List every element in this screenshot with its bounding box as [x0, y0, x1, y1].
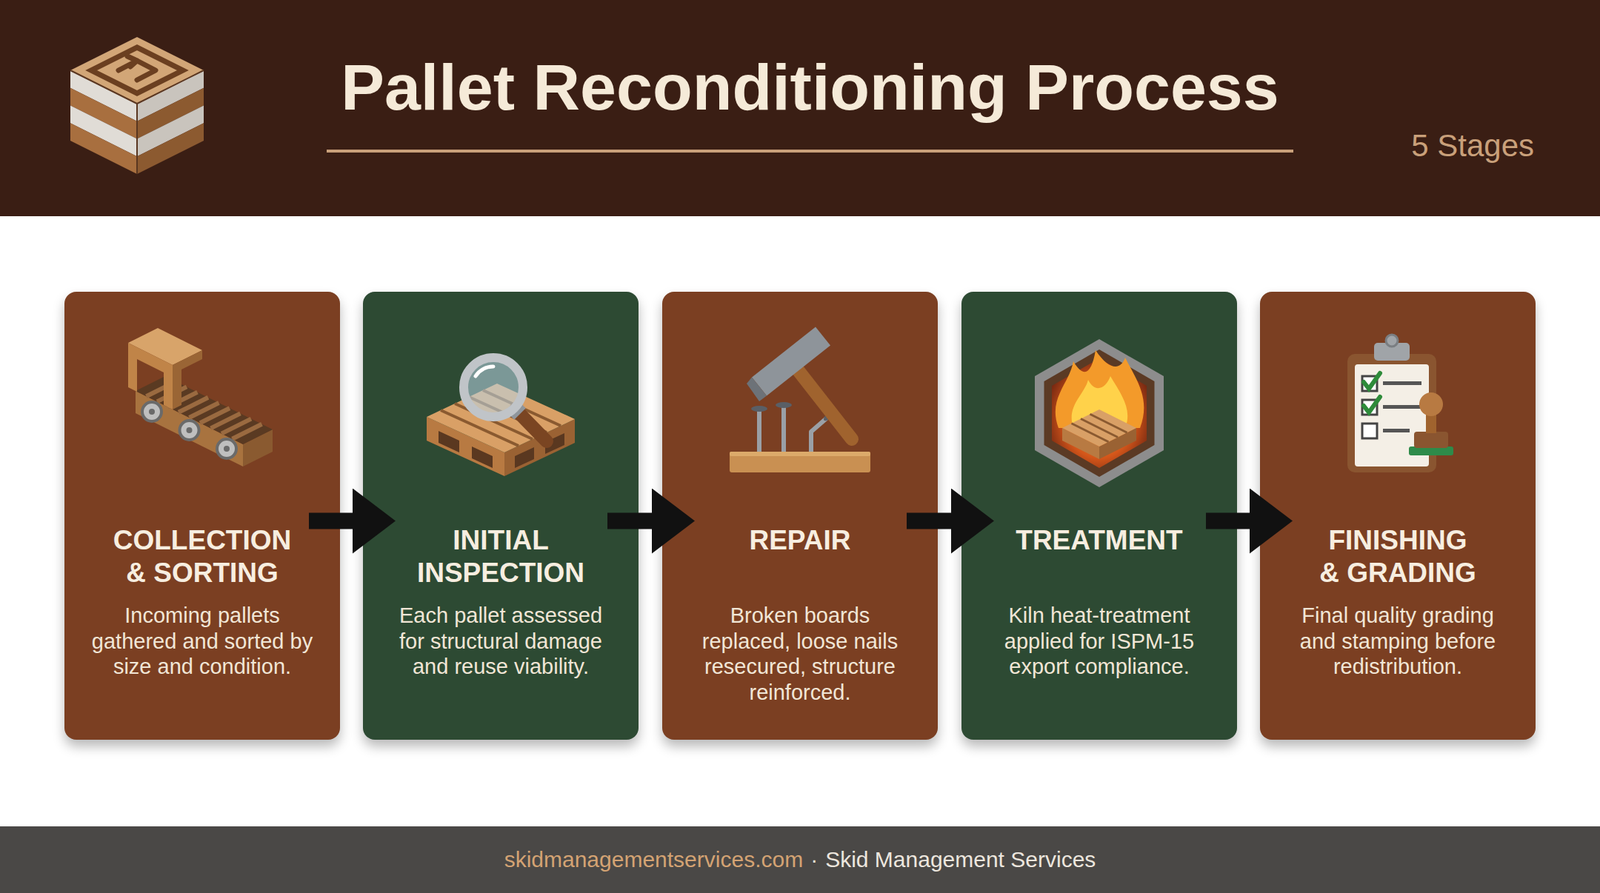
- stage-description: Each pallet assessed for structural dama…: [391, 602, 611, 680]
- footer-band: skidmanagementservices.com· Skid Manageme…: [0, 826, 1600, 893]
- stage-card: FINISHING & GRADING Final quality grading…: [1260, 291, 1536, 740]
- diagram-title: Pallet Reconditioning Process: [326, 50, 1294, 125]
- logo-cube-part: [118, 56, 156, 80]
- title-underline: [326, 149, 1294, 153]
- stage-heading: COLLECTION & SORTING: [91, 524, 314, 590]
- logo-cube-part: [137, 70, 204, 104]
- stage-card: INITIAL INSPECTION Each pallet assessed f…: [362, 291, 639, 740]
- footer-url: skidmanagementservices.com: [504, 847, 804, 873]
- logo-cube-part: [70, 37, 204, 104]
- stage-heading: REPAIR: [688, 524, 912, 558]
- stage-count: 5 Stages: [1411, 128, 1535, 164]
- stage-heading: FINISHING & GRADING: [1286, 524, 1509, 590]
- stage-heading: INITIAL INSPECTION: [389, 524, 612, 590]
- logo-cube-part: [70, 122, 138, 175]
- stage-card: COLLECTION & SORTING Incoming pallets gat…: [64, 291, 340, 740]
- logo-cube: [70, 37, 204, 175]
- footer-company: Skid Management Services: [825, 847, 1096, 873]
- stage-card: REPAIR Broken boards replaced, loose nail…: [662, 291, 938, 740]
- logo-cube-part: [136, 103, 138, 175]
- logo-cube-part: [70, 70, 138, 104]
- logo-cube-part: [137, 122, 204, 175]
- stage-card: TREATMENT Kiln heat-treatment applied for…: [961, 291, 1238, 740]
- logo-cube-part: [70, 105, 138, 158]
- logo-cube-part: [91, 47, 183, 94]
- logo-cube-part: [137, 105, 204, 158]
- stage-heading: TREATMENT: [988, 524, 1211, 558]
- logo-cube-part: [137, 70, 204, 122]
- stage-description: Incoming pallets gathered and sorted by …: [85, 602, 320, 680]
- logo-cube-part: [137, 88, 204, 140]
- logo-cube-part: [70, 70, 138, 122]
- stage-description: Kiln heat-treatment applied for ISPM-15 …: [989, 602, 1209, 680]
- stage-description: Final quality grading and stamping befor…: [1289, 602, 1506, 680]
- stage-description: Broken boards replaced, loose nails rese…: [690, 602, 910, 706]
- footer-separator: ·: [810, 847, 818, 873]
- logo-cube-part: [70, 88, 138, 140]
